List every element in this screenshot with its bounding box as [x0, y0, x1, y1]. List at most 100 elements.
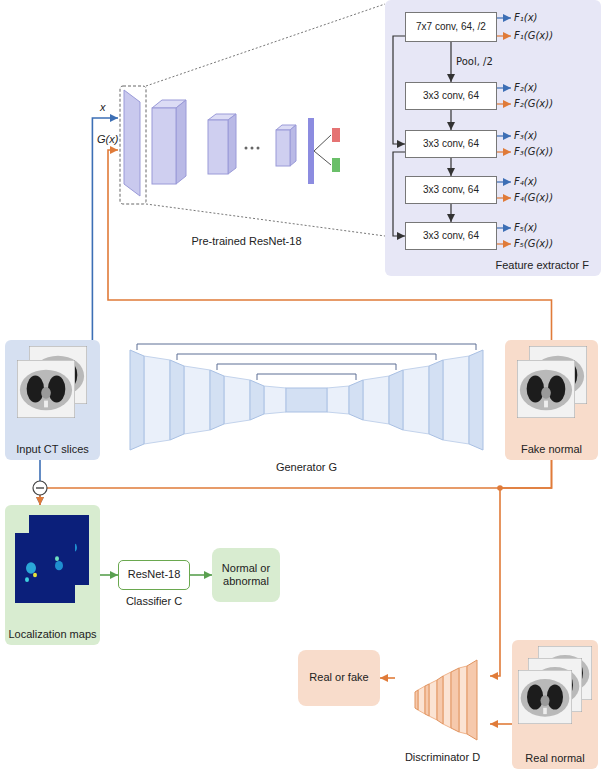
connector	[40, 460, 552, 505]
decoration-layer-part	[497, 197, 511, 198]
unet-figure-part	[144, 356, 469, 444]
discriminator-figure-part	[443, 672, 451, 728]
decoration-layer-part	[497, 243, 511, 244]
ct-slices-part	[518, 670, 572, 724]
caption-text: Classifier C	[126, 595, 182, 608]
unet-figure-part	[144, 356, 170, 444]
ct-slices-part	[17, 360, 75, 418]
feature-label: F₁(G(x))	[514, 30, 553, 42]
decoration-layer-part	[497, 35, 511, 36]
discriminator-figure-part	[467, 660, 477, 740]
resnet-figure-part	[332, 128, 340, 142]
feature-label: F₁(x)	[514, 12, 537, 24]
connector	[450, 42, 451, 82]
junction-dot	[497, 485, 503, 491]
zoom-frame	[120, 86, 146, 204]
connector	[39, 460, 41, 505]
unet-figure-part	[170, 360, 184, 440]
connector	[393, 152, 405, 236]
resnet-figure-part	[152, 108, 176, 184]
decoration-layer-part	[497, 151, 511, 152]
unet-figure-part	[469, 350, 483, 450]
resnet-block: Pre-trained ResNet-18	[118, 78, 375, 252]
resnet-figure-part	[332, 158, 340, 172]
node-text: Discriminator D	[395, 751, 490, 764]
feature-leader	[497, 18, 511, 244]
feature-label: F₃(G(x))	[514, 146, 553, 158]
edge-label: G(x)	[96, 133, 119, 146]
unet-figure-part	[137, 344, 476, 380]
ct-slices	[512, 640, 598, 769]
resnet-figure-part	[290, 125, 296, 166]
discriminator-figure-part	[415, 660, 477, 740]
connector	[450, 204, 451, 222]
node-text: 3x3 conv, 64	[420, 90, 482, 102]
feature-label: F₃(x)	[514, 130, 537, 142]
resnet-figure-part	[276, 130, 290, 166]
feature-label: F₂(G(x))	[514, 98, 553, 110]
connector	[108, 150, 552, 340]
resnet-figure-part	[176, 100, 186, 184]
node-text: Fake normal	[505, 443, 598, 456]
output-panel: Fake normal	[505, 340, 598, 460]
heat-maps	[5, 505, 100, 645]
feature-label: F₄(x)	[514, 176, 537, 188]
unet-figure-part	[389, 370, 403, 430]
unet-figure-part	[363, 376, 389, 424]
feature-label: F₂(x)	[514, 82, 537, 94]
node-text: 3x3 conv, 64	[420, 230, 482, 242]
node-text: Pre-trained ResNet-18	[118, 235, 375, 248]
result-box: Normal or abnormal	[212, 548, 280, 602]
decoration-layer-part	[497, 87, 511, 88]
conv-box: 7x7 conv, 64, /2	[405, 12, 497, 42]
unet-figure-part	[130, 350, 483, 450]
unet-figure-part	[327, 386, 349, 414]
unet-figure-part	[184, 366, 210, 434]
node-text: Localization maps	[5, 628, 100, 641]
connector	[380, 677, 395, 679]
ct-slices	[505, 340, 598, 460]
unet-figure-part	[286, 388, 327, 412]
discriminator-figure	[395, 640, 490, 768]
unet-figure-part	[264, 386, 286, 414]
discriminator-figure-part	[437, 676, 443, 724]
resnet-figure-part	[228, 114, 236, 174]
ct-slices	[5, 340, 100, 460]
unet-figure-part	[403, 366, 429, 434]
decoration-layer-part	[497, 103, 511, 104]
node-text: 7x7 conv, 64, /2	[413, 21, 489, 33]
feature-label: F₅(x)	[514, 222, 537, 234]
feature-label: F₄(G(x))	[514, 192, 553, 204]
connector	[450, 158, 451, 176]
connector	[100, 574, 118, 576]
resnet-figure-part	[257, 147, 260, 150]
connector	[393, 36, 405, 144]
decoration-layer-part	[497, 135, 511, 136]
discriminator-figure-part	[429, 680, 437, 720]
unet-figure-part	[224, 376, 250, 424]
edge-label: x	[99, 101, 107, 114]
conv-box: 3x3 conv, 64	[405, 176, 497, 204]
node-text: Feature extractor F	[495, 259, 589, 272]
resnet-figure	[118, 78, 375, 252]
resnet-figure-part	[245, 147, 248, 150]
resnet-figure-part	[251, 147, 254, 150]
conv-box: 3x3 conv, 64	[405, 130, 497, 158]
unet-figure-part	[257, 374, 356, 380]
conv-box: 3x3 conv, 64	[405, 222, 497, 250]
resnet-figure-part	[124, 90, 140, 196]
decoration-layer-part	[497, 181, 511, 182]
unet-figure-part	[137, 344, 476, 350]
real-panel: Real normal	[512, 640, 598, 769]
unet-figure-part	[349, 380, 363, 420]
node-text: Normal or abnormal	[212, 562, 280, 588]
resnet-figure-part	[308, 118, 314, 184]
ct-slices-part	[517, 360, 575, 418]
unet-figure-part	[429, 360, 443, 440]
discriminator-figure-part	[415, 690, 418, 710]
conv-box: 3x3 conv, 64	[405, 82, 497, 110]
heat-maps-part	[15, 533, 75, 603]
